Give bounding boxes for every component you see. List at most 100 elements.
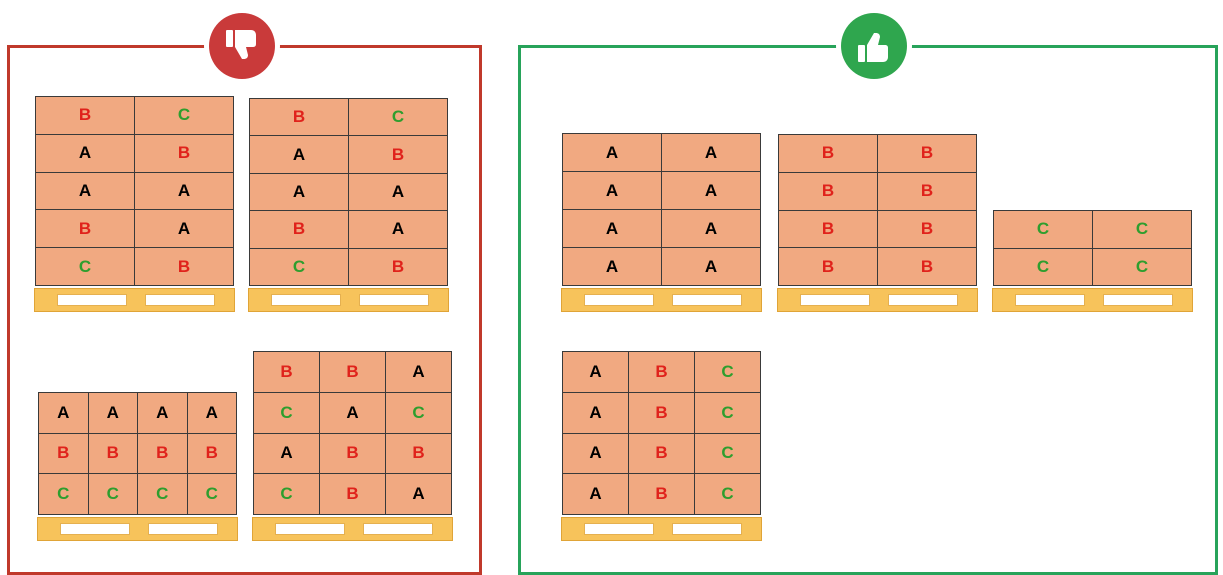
box-label: A [349, 174, 447, 210]
pallet-slot [363, 523, 433, 535]
box-label: B [779, 173, 877, 210]
box-label: A [662, 134, 760, 171]
pallet-base [561, 517, 762, 541]
box-label: A [563, 172, 661, 209]
pallet-base [992, 288, 1193, 312]
pallet-slot [584, 294, 654, 306]
box-label: C [36, 248, 134, 285]
box-label: B [349, 249, 447, 285]
box-label: B [629, 393, 694, 433]
box-label: B [349, 136, 447, 172]
box-label: A [250, 174, 348, 210]
box-label: B [878, 135, 976, 172]
box-label: B [188, 434, 237, 474]
box-label: B [138, 434, 187, 474]
box-label: B [779, 211, 877, 248]
box-label: A [89, 393, 138, 433]
box-label: A [662, 172, 760, 209]
box-label: B [135, 135, 233, 172]
box-label: A [138, 393, 187, 433]
box-label: A [563, 474, 628, 514]
pallet-base [248, 288, 449, 312]
box-label: B [878, 173, 976, 210]
box-label: A [39, 393, 88, 433]
box-label: A [662, 248, 760, 285]
pallet-base [252, 517, 453, 541]
pallet-slot [1103, 294, 1173, 306]
box-label: C [188, 474, 237, 514]
box-label: C [386, 393, 451, 433]
pallet-slot [271, 294, 341, 306]
box-label: B [36, 97, 134, 134]
box-label: C [1093, 249, 1191, 286]
pallet-slot [800, 294, 870, 306]
box-label: A [250, 136, 348, 172]
box-label: A [36, 173, 134, 210]
pallet-slot [888, 294, 958, 306]
box-label: A [563, 393, 628, 433]
box-label: B [254, 352, 319, 392]
box-label: B [779, 248, 877, 285]
box-label: B [250, 99, 348, 135]
box-label: B [320, 474, 385, 514]
box-label: C [250, 249, 348, 285]
pallet-slot [60, 523, 130, 535]
pallet-slot [275, 523, 345, 535]
box-label: A [135, 173, 233, 210]
box-label: A [662, 210, 760, 247]
thumbs-down-icon [204, 8, 280, 84]
box-label: B [320, 434, 385, 474]
box-label: C [89, 474, 138, 514]
box-label: A [386, 352, 451, 392]
pallet-slot [57, 294, 127, 306]
pallet-base [34, 288, 235, 312]
box-label: C [695, 352, 760, 392]
box-label: A [563, 352, 628, 392]
box-label: C [695, 434, 760, 474]
box-label: A [188, 393, 237, 433]
box-label: A [254, 434, 319, 474]
box-label: C [1093, 211, 1191, 248]
box-label: B [39, 434, 88, 474]
box-label: B [878, 248, 976, 285]
box-label: B [629, 352, 694, 392]
box-label: C [994, 249, 1092, 286]
box-label: A [320, 393, 385, 433]
box-label: C [135, 97, 233, 134]
box-label: B [878, 211, 976, 248]
box-label: B [250, 211, 348, 247]
box-label: C [695, 393, 760, 433]
box-label: B [386, 434, 451, 474]
box-label: A [349, 211, 447, 247]
box-label: C [349, 99, 447, 135]
box-label: B [36, 210, 134, 247]
box-label: B [320, 352, 385, 392]
box-label: A [36, 135, 134, 172]
box-label: A [563, 134, 661, 171]
pallet-base [777, 288, 978, 312]
pallet-slot [1015, 294, 1085, 306]
pallet-slot [359, 294, 429, 306]
pallet-slot [148, 523, 218, 535]
box-label: A [563, 210, 661, 247]
box-label: B [89, 434, 138, 474]
thumbs-up-icon [836, 8, 912, 84]
pallet-slot [145, 294, 215, 306]
box-label: A [563, 248, 661, 285]
box-label: A [563, 434, 628, 474]
box-label: C [254, 474, 319, 514]
